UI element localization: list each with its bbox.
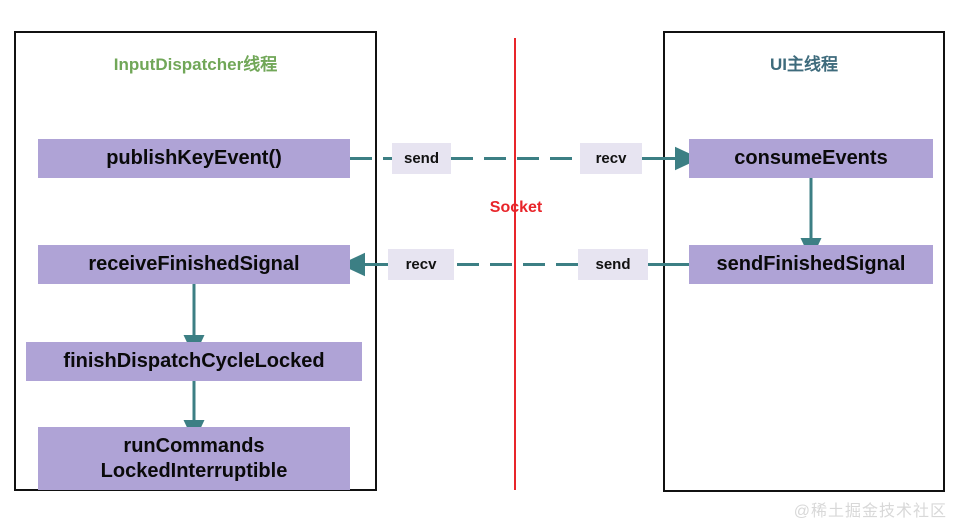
watermark: @稀土掘金技术社区 [793,503,947,520]
thread-title-ui-main: UI主线程 [770,55,838,74]
node-receive-finished-signal[interactable]: receiveFinishedSignal [38,245,350,284]
node-consume-events[interactable]: consumeEvents [689,139,933,178]
node-send-finished-signal[interactable]: sendFinishedSignal [689,245,933,284]
socket-label: Socket [489,199,543,216]
channel-label-recv-upstream: recv [388,249,454,280]
channel-label-send-upstream: send [578,249,648,280]
thread-title-input-dispatcher: InputDispatcher线程 [113,55,278,74]
socket-divider-line [514,38,516,490]
channel-label-send-downstream: send [392,143,451,174]
node-run-commands-locked-interruptible[interactable]: runCommands LockedInterruptible [38,427,350,490]
channel-label-recv-downstream: recv [580,143,642,174]
node-publish-key-event[interactable]: publishKeyEvent() [38,139,350,178]
node-finish-dispatch-cycle-locked[interactable]: finishDispatchCycleLocked [26,342,362,381]
